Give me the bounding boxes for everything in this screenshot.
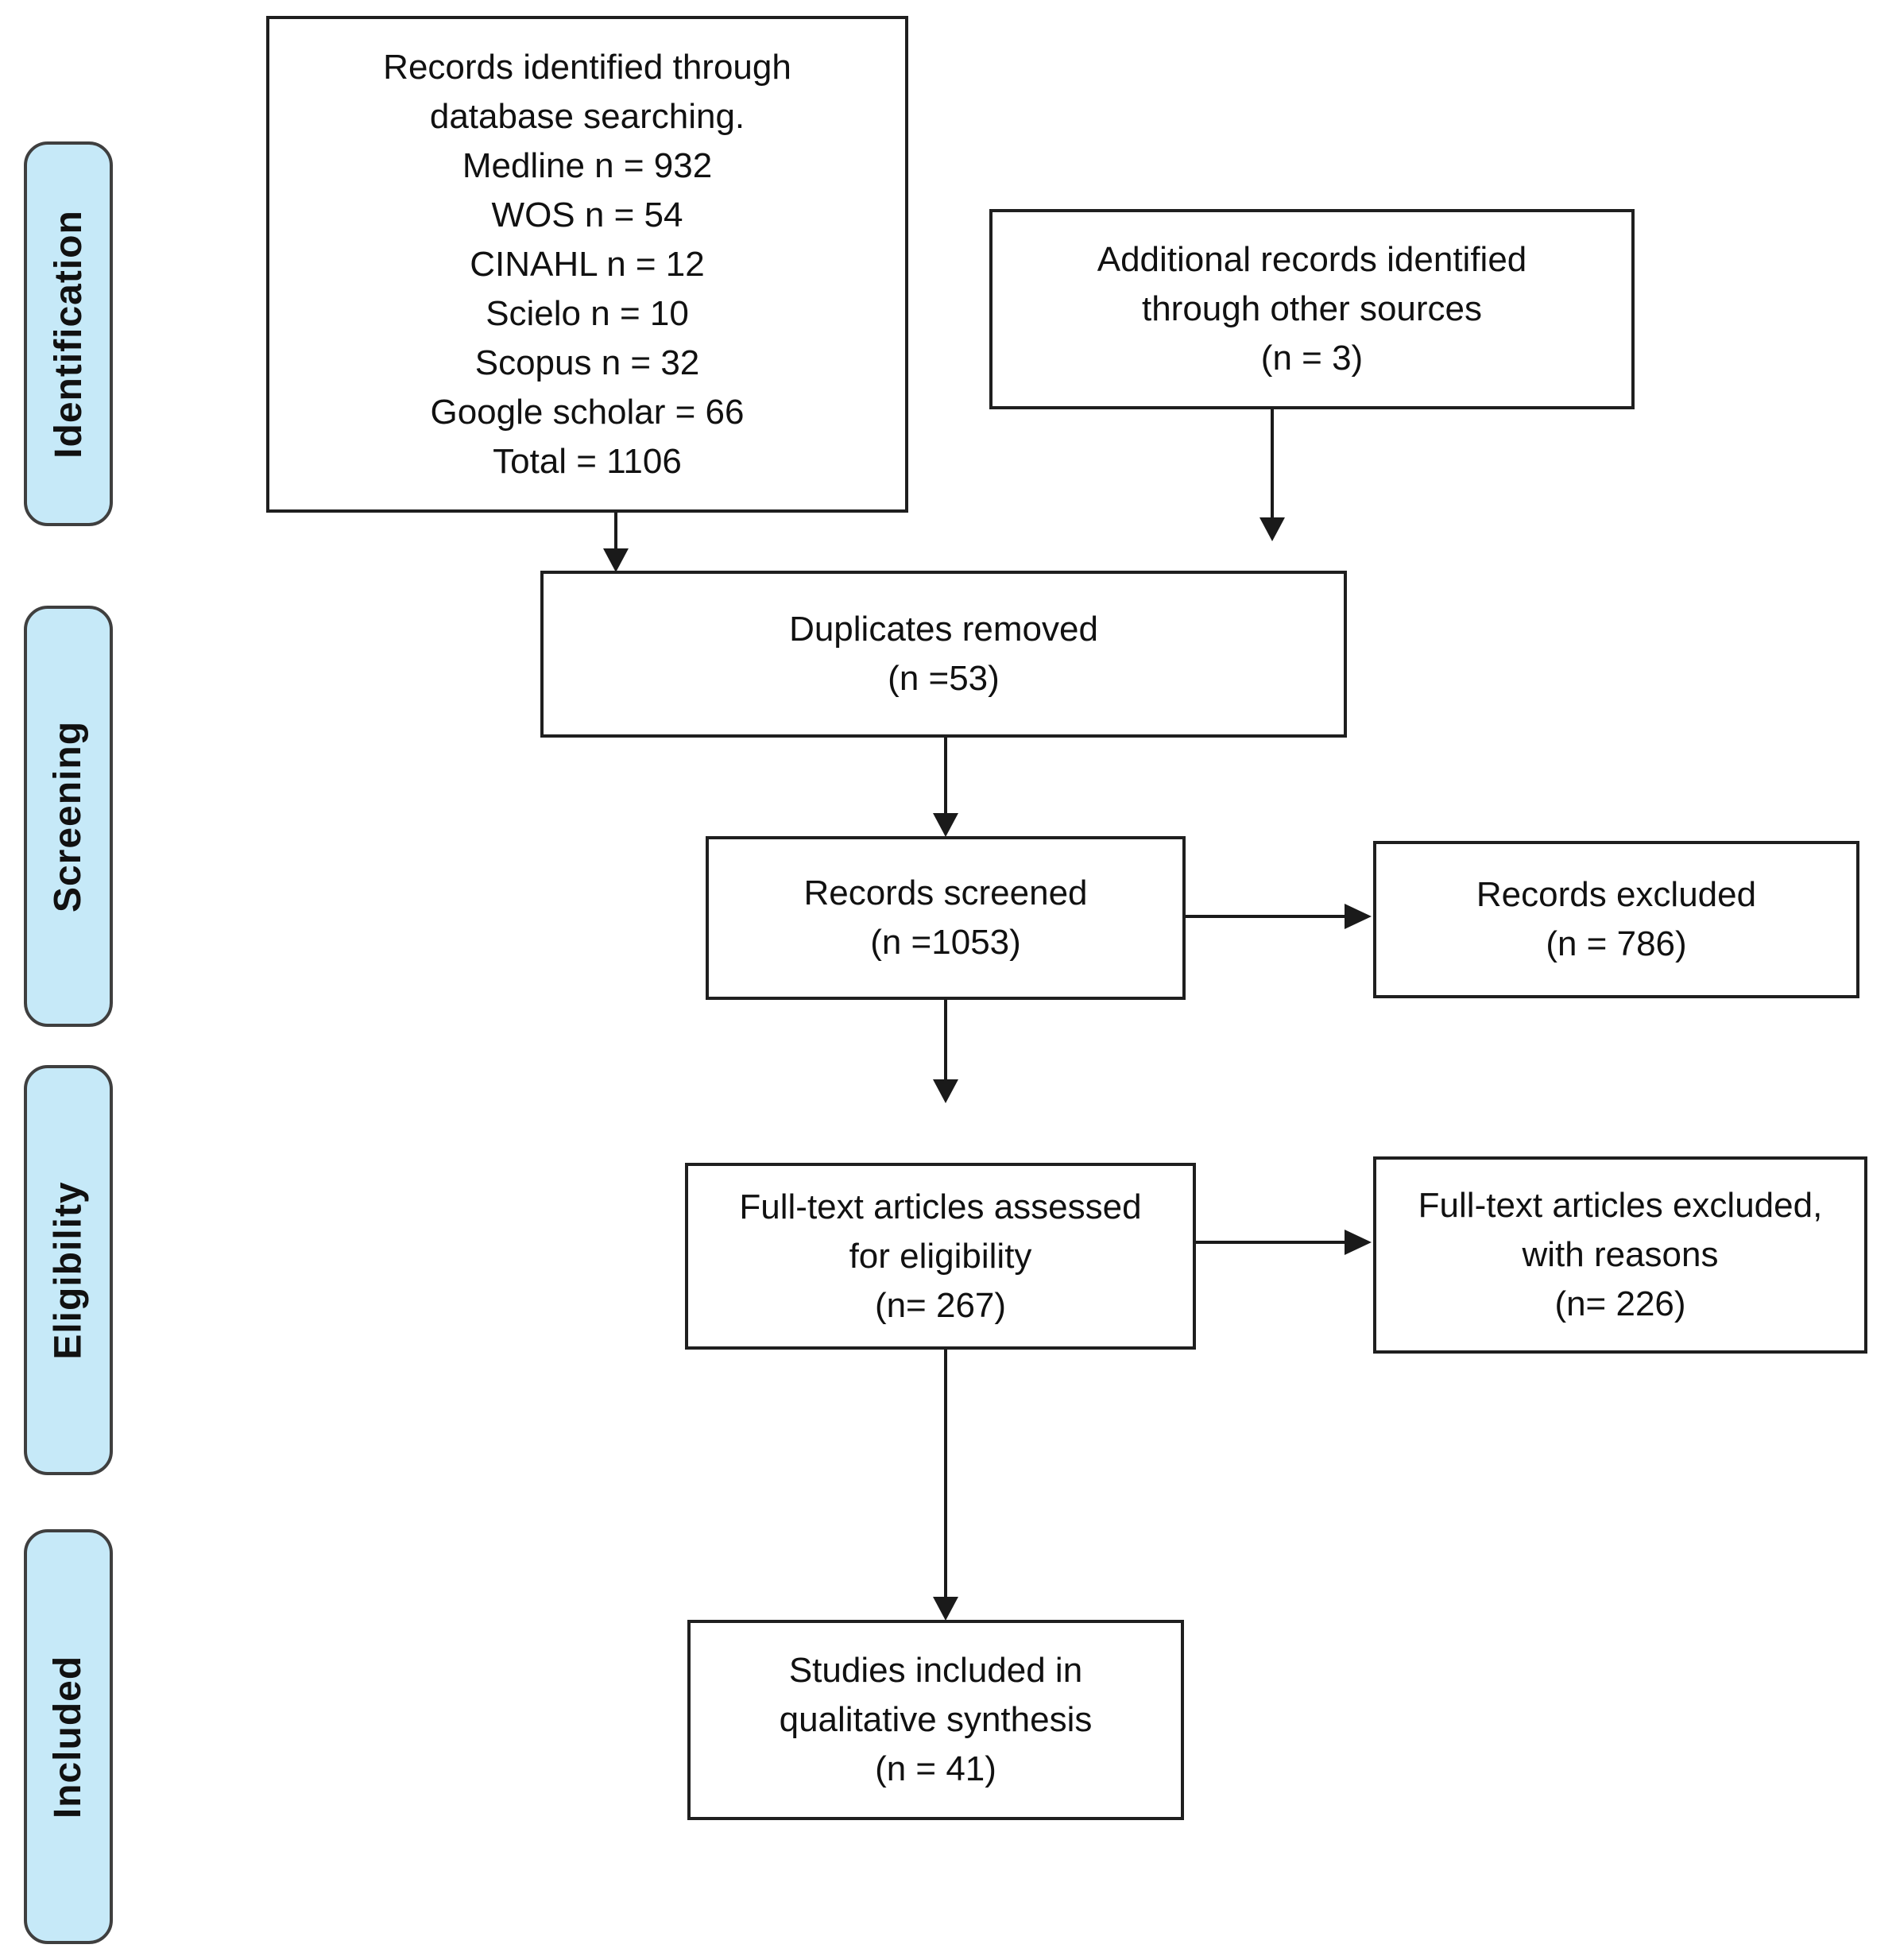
box-text-line: (n= 226) [1554,1284,1686,1323]
box-text-line: qualitative synthesis [779,1700,1093,1739]
arrow-duplicates-to-screened-head [933,813,958,837]
box-text-line: database searching. [429,96,745,136]
stage-screening-label: Screening [47,720,90,912]
records-identified-box: Records identified through database sear… [266,16,908,513]
stage-identification-label: Identification [47,209,90,459]
box-text-line: CINAHL n = 12 [470,244,705,284]
box-text-line: Records identified through [383,47,791,87]
box-text-line: Scopus n = 32 [474,343,700,382]
arrow-identified-to-duplicates-head [603,548,629,572]
box-text-line: (n =1053) [870,923,1021,962]
box-text-line: (n = 41) [875,1749,996,1788]
stage-included-label: Included [47,1655,90,1819]
arrow-assessed-to-excluded-line [1196,1241,1346,1244]
stage-eligibility: Eligibility [24,1065,113,1475]
arrow-assessed-to-included-line [944,1350,947,1598]
arrow-screened-down-head [933,1079,958,1103]
arrow-assessed-to-excluded-head [1345,1230,1372,1255]
box-text-line: Studies included in [788,1651,1083,1690]
records-excluded-box: Records excluded (n = 786) [1373,841,1859,998]
box-text-line: (n = 786) [1546,924,1687,963]
box-text-line: Additional records identified [1097,240,1527,279]
box-text-line: (n = 3) [1260,339,1364,378]
additional-records-box: Additional records identified through ot… [989,209,1635,409]
arrow-additional-down-head [1259,517,1285,541]
duplicates-removed-box: Duplicates removed (n =53) [540,571,1347,738]
box-text-line: Records excluded [1476,875,1757,914]
studies-included-box: Studies included in qualitative synthesi… [687,1620,1184,1820]
stage-eligibility-label: Eligibility [47,1180,90,1360]
arrow-screened-to-excluded-head [1345,904,1372,929]
arrow-duplicates-to-screened-line [944,738,947,815]
arrow-screened-down-line [944,1000,947,1081]
arrow-identified-to-duplicates-line [614,513,617,551]
records-screened-box: Records screened (n =1053) [706,836,1186,1000]
box-text-line: Full-text articles excluded, [1418,1186,1823,1225]
box-text-line: Records screened [803,873,1088,912]
box-text-line: (n =53) [888,659,1000,698]
arrow-screened-to-excluded-line [1186,915,1346,918]
arrow-assessed-to-included-head [933,1597,958,1621]
box-text-line: with reasons [1522,1235,1719,1274]
fulltext-assessed-box: Full-text articles assessed for eligibil… [685,1163,1196,1350]
box-text-line: Total = 1106 [493,441,682,481]
box-text-line: Scielo n = 10 [486,293,689,333]
box-text-line: WOS n = 54 [491,195,683,234]
fulltext-excluded-box: Full-text articles excluded, with reason… [1373,1156,1867,1354]
arrow-additional-down-line [1271,409,1274,519]
stage-identification: Identification [24,141,113,526]
box-text-line: for eligibility [849,1236,1032,1276]
box-text-line: (n= 267) [874,1285,1007,1325]
box-text-line: Google scholar = 66 [430,392,745,432]
box-text-line: Medline n = 932 [462,145,713,185]
box-text-line: Full-text articles assessed [739,1187,1142,1226]
box-text-line: through other sources [1141,289,1483,328]
stage-screening: Screening [24,606,113,1027]
stage-included: Included [24,1529,113,1944]
box-text-line: Duplicates removed [789,610,1098,649]
